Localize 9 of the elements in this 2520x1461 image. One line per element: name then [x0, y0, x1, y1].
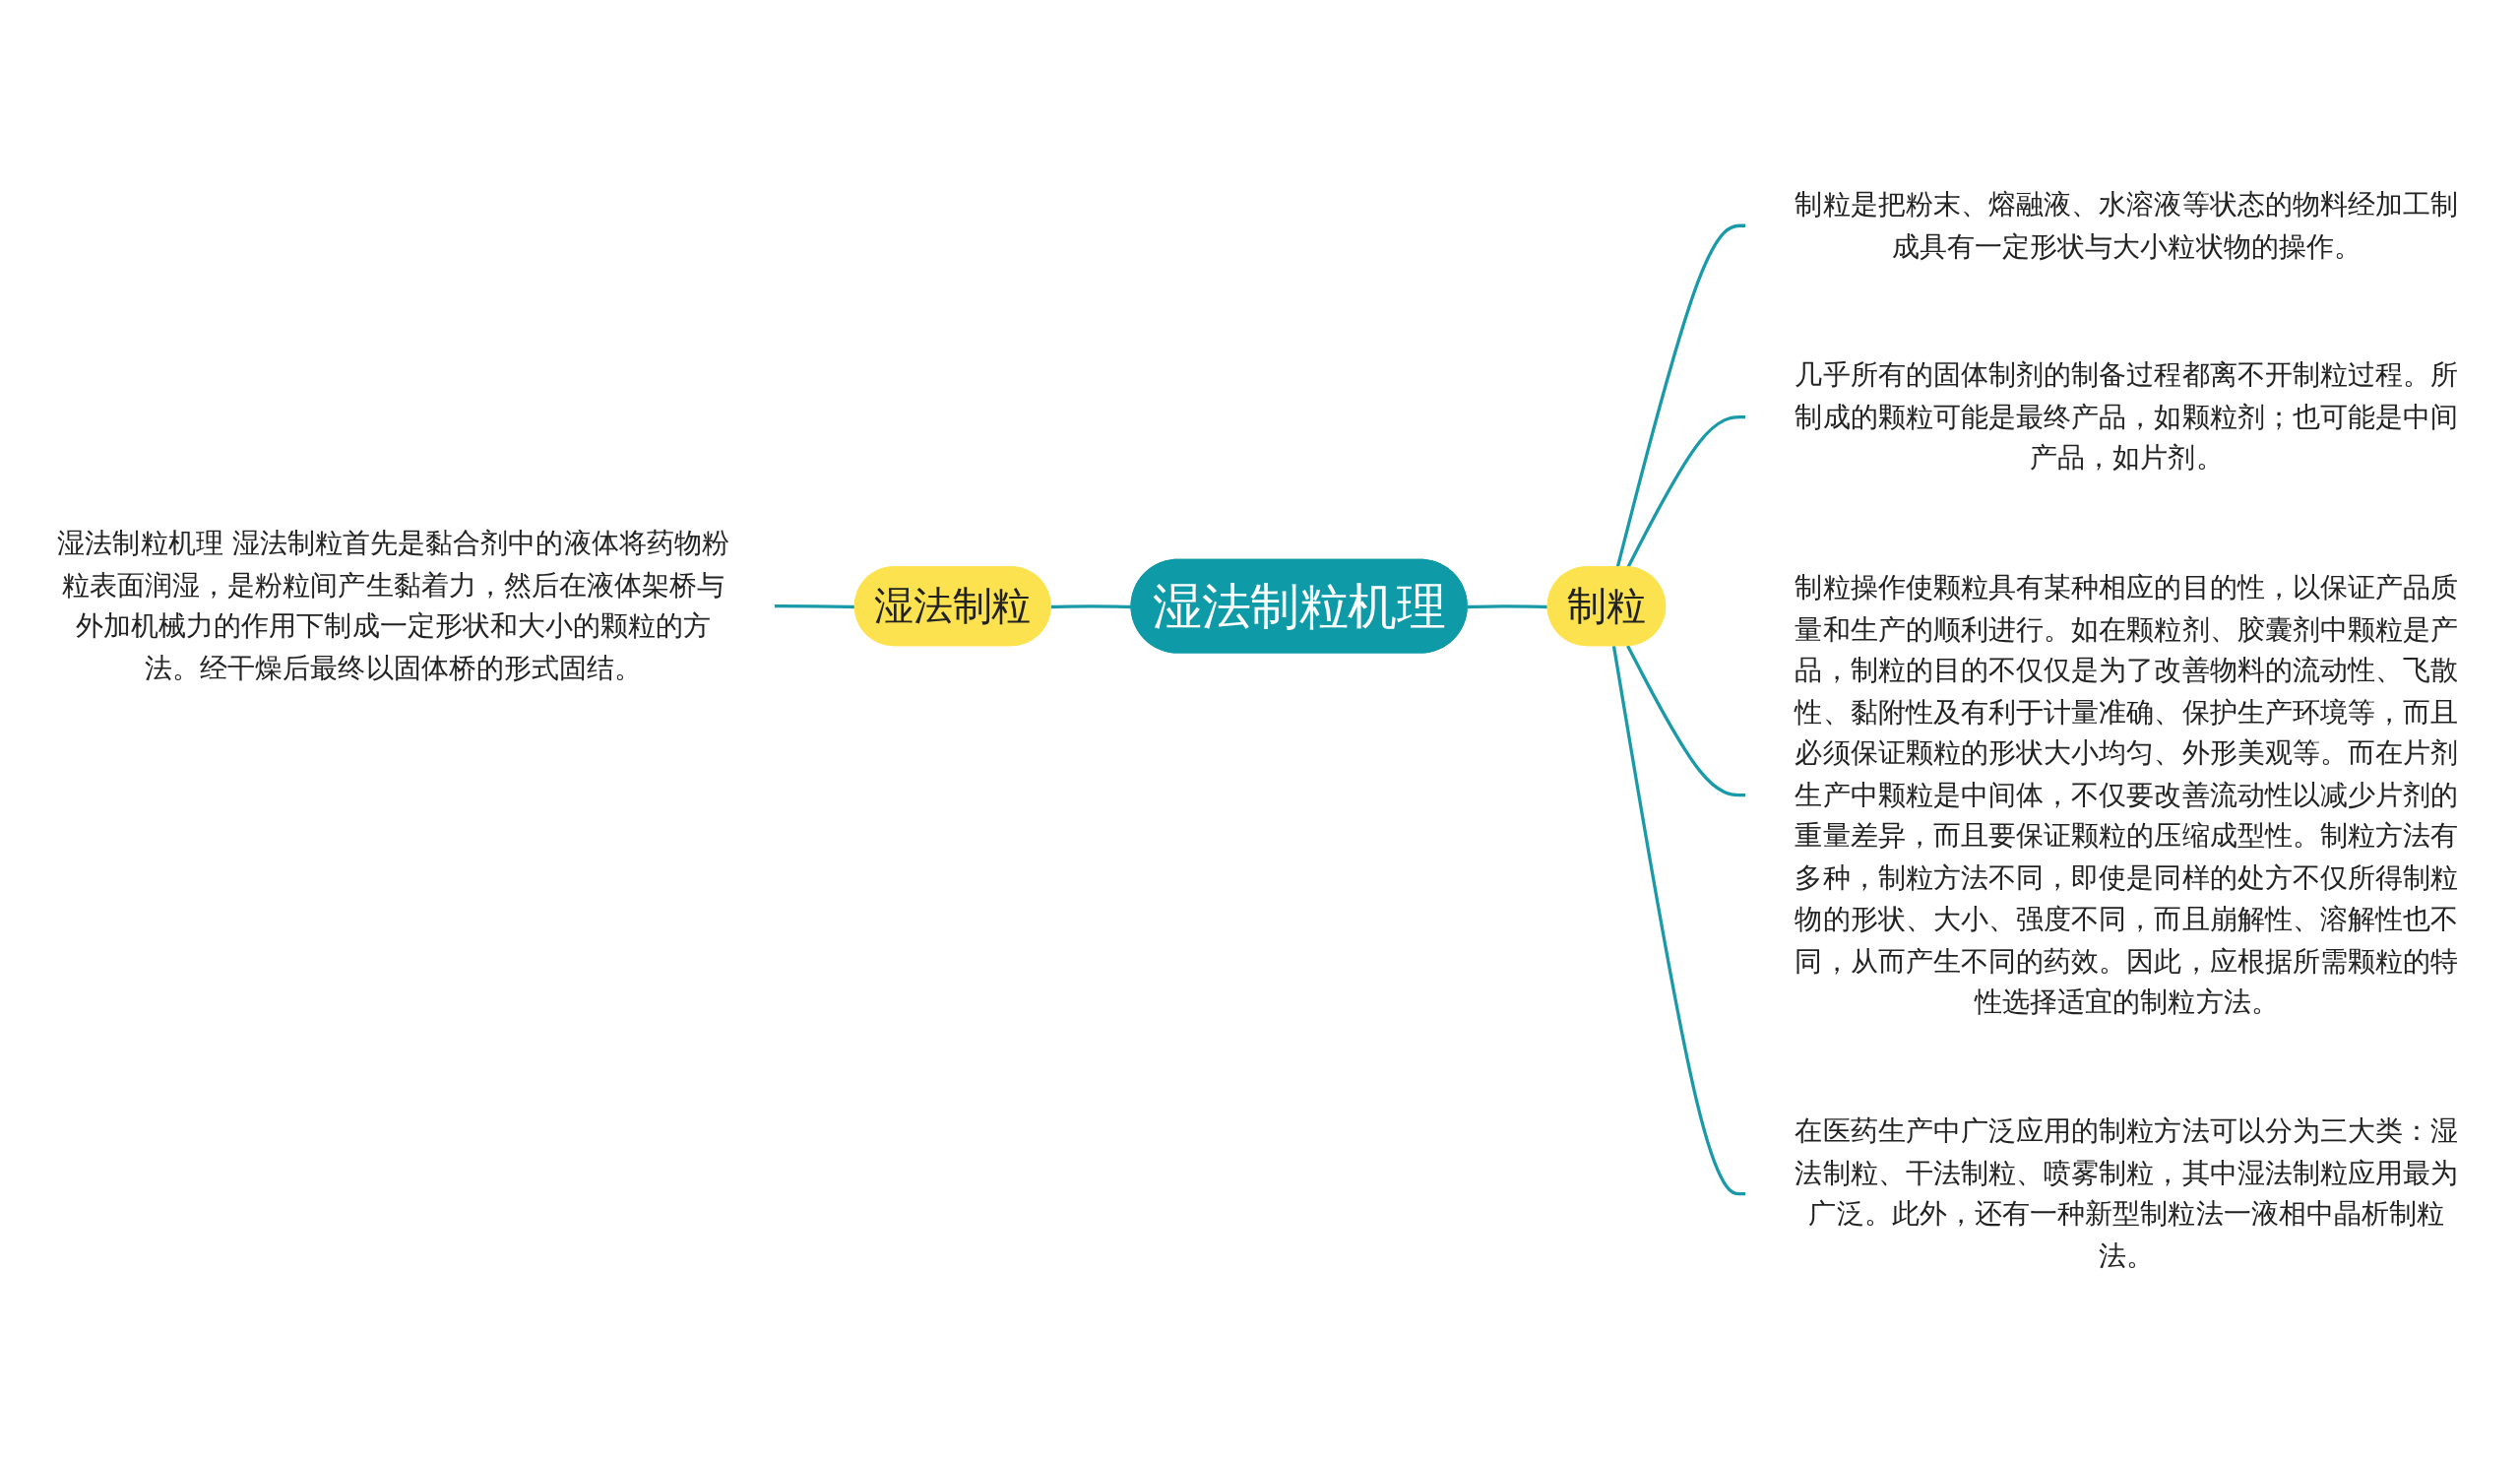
connector: [1626, 415, 1746, 569]
connector: [1615, 223, 1746, 569]
node-text: 在医药生产中广泛应用的制粒方法可以分为三大类：湿法制粒、干法制粒、喷雾制粒，其中湿法制粒应用最为广泛。此外，还有一种新型制粒法一液相中晶析制粒法。: [1795, 1113, 2459, 1272]
node-text: 湿法制粒机理 湿法制粒首先是黏合剂中的液体将药物粉粒表面润湿，是粉粒间产生黏着力，然后在液体架桥与外加机械力的作用下制成一定形状和大小的颗粒的方法。经干燥后最终以固体桥的形式固结。: [57, 526, 729, 684]
node-text: 几乎所有的固体制剂的制备过程都离不开制粒过程。所制成的颗粒可能是最终产品，如颗粒剂；也可能是中间产品，如片剂。: [1795, 357, 2459, 475]
node-text: 制粒是把粉末、熔融液、水溶液等状态的物料经加工制成具有一定形状与大小粒状物的操作。: [1795, 187, 2459, 262]
node-text: 制粒操作使颗粒具有某种相应的目的性，以保证产品质量和生产的顺利进行。如在颗粒剂、胶囊剂中颗粒是产品，制粒的目的不仅仅是为了改善物料的流动性、飞散性、黏附性及有利于计量准确、保护生产环境等，而且必须保证颗粒的形状大小均匀、外形美观等。而在片剂生产中颗粒是中间体，不仅要改善流动性以减少片剂的重量差异，而且要保证颗粒的压缩成型性。制粒方法有多种，制粒方法不同，即使是同样的处方不仅所得制粒物的形状、大小、强度不同，而且崩解性、溶解性也不同，从而产生不同的药效。因此，应根据所需颗粒的特性选择适宜的制粒方法。: [1795, 570, 2459, 1018]
connector: [1611, 645, 1746, 1196]
connector: [1626, 645, 1746, 797]
